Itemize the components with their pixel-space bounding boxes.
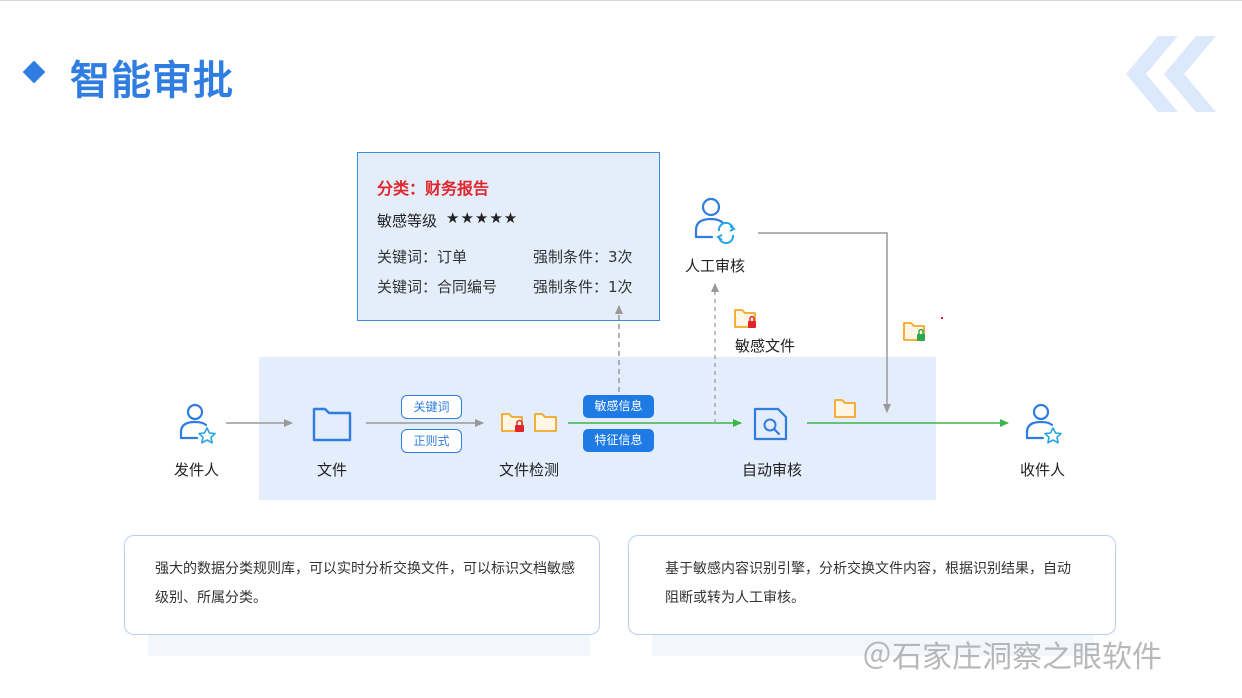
chevron-decoration-icon <box>1126 36 1216 112</box>
card-category: 分类：财务报告 <box>377 179 490 198</box>
keyword-tag: 关键词 <box>401 395 462 419</box>
file-label: 文件 <box>317 461 348 479</box>
card-condition-2: 强制条件：1次 <box>533 278 633 296</box>
card-condition-1: 强制条件：3次 <box>533 248 633 266</box>
red-dot <box>941 317 943 319</box>
file-check-label: 文件检测 <box>499 461 560 479</box>
arrow-manual-to-flow <box>758 232 891 413</box>
description-left: 强大的数据分类规则库，可以实时分析交换文件，可以标识文档敏感级别、所属分类。 <box>155 561 575 606</box>
feature-info-tag: 特征信息 <box>583 429 654 452</box>
regex-tag: 正则式 <box>401 429 462 453</box>
card-level-label: 敏感等级 <box>377 212 438 230</box>
sensitive-file-label: 敏感文件 <box>735 337 796 355</box>
card-keyword-1: 关键词：订单 <box>377 248 468 266</box>
manual-review-label: 人工审核 <box>685 257 746 275</box>
classification-card <box>357 152 660 321</box>
watermark: ＠石家庄洞察之眼软件 <box>862 640 1162 675</box>
flow-background <box>259 357 936 500</box>
star-rating-icon: ★★★★★ <box>446 209 519 227</box>
description-right: 基于敏感内容识别引擎，分析交换文件内容，根据识别结果，自动阻断或转为人工审核。 <box>665 561 1071 606</box>
page-title: 智能审批 <box>70 58 234 104</box>
receiver-label: 收件人 <box>1020 461 1066 479</box>
sensitive-info-tag: 敏感信息 <box>583 395 654 418</box>
description-box-left <box>124 535 600 635</box>
description-box-right <box>628 535 1116 635</box>
sender-label: 发件人 <box>174 461 220 479</box>
top-divider <box>0 0 1242 1</box>
card-keyword-2: 关键词：合同编号 <box>377 278 498 296</box>
auto-review-label: 自动审核 <box>742 461 803 479</box>
